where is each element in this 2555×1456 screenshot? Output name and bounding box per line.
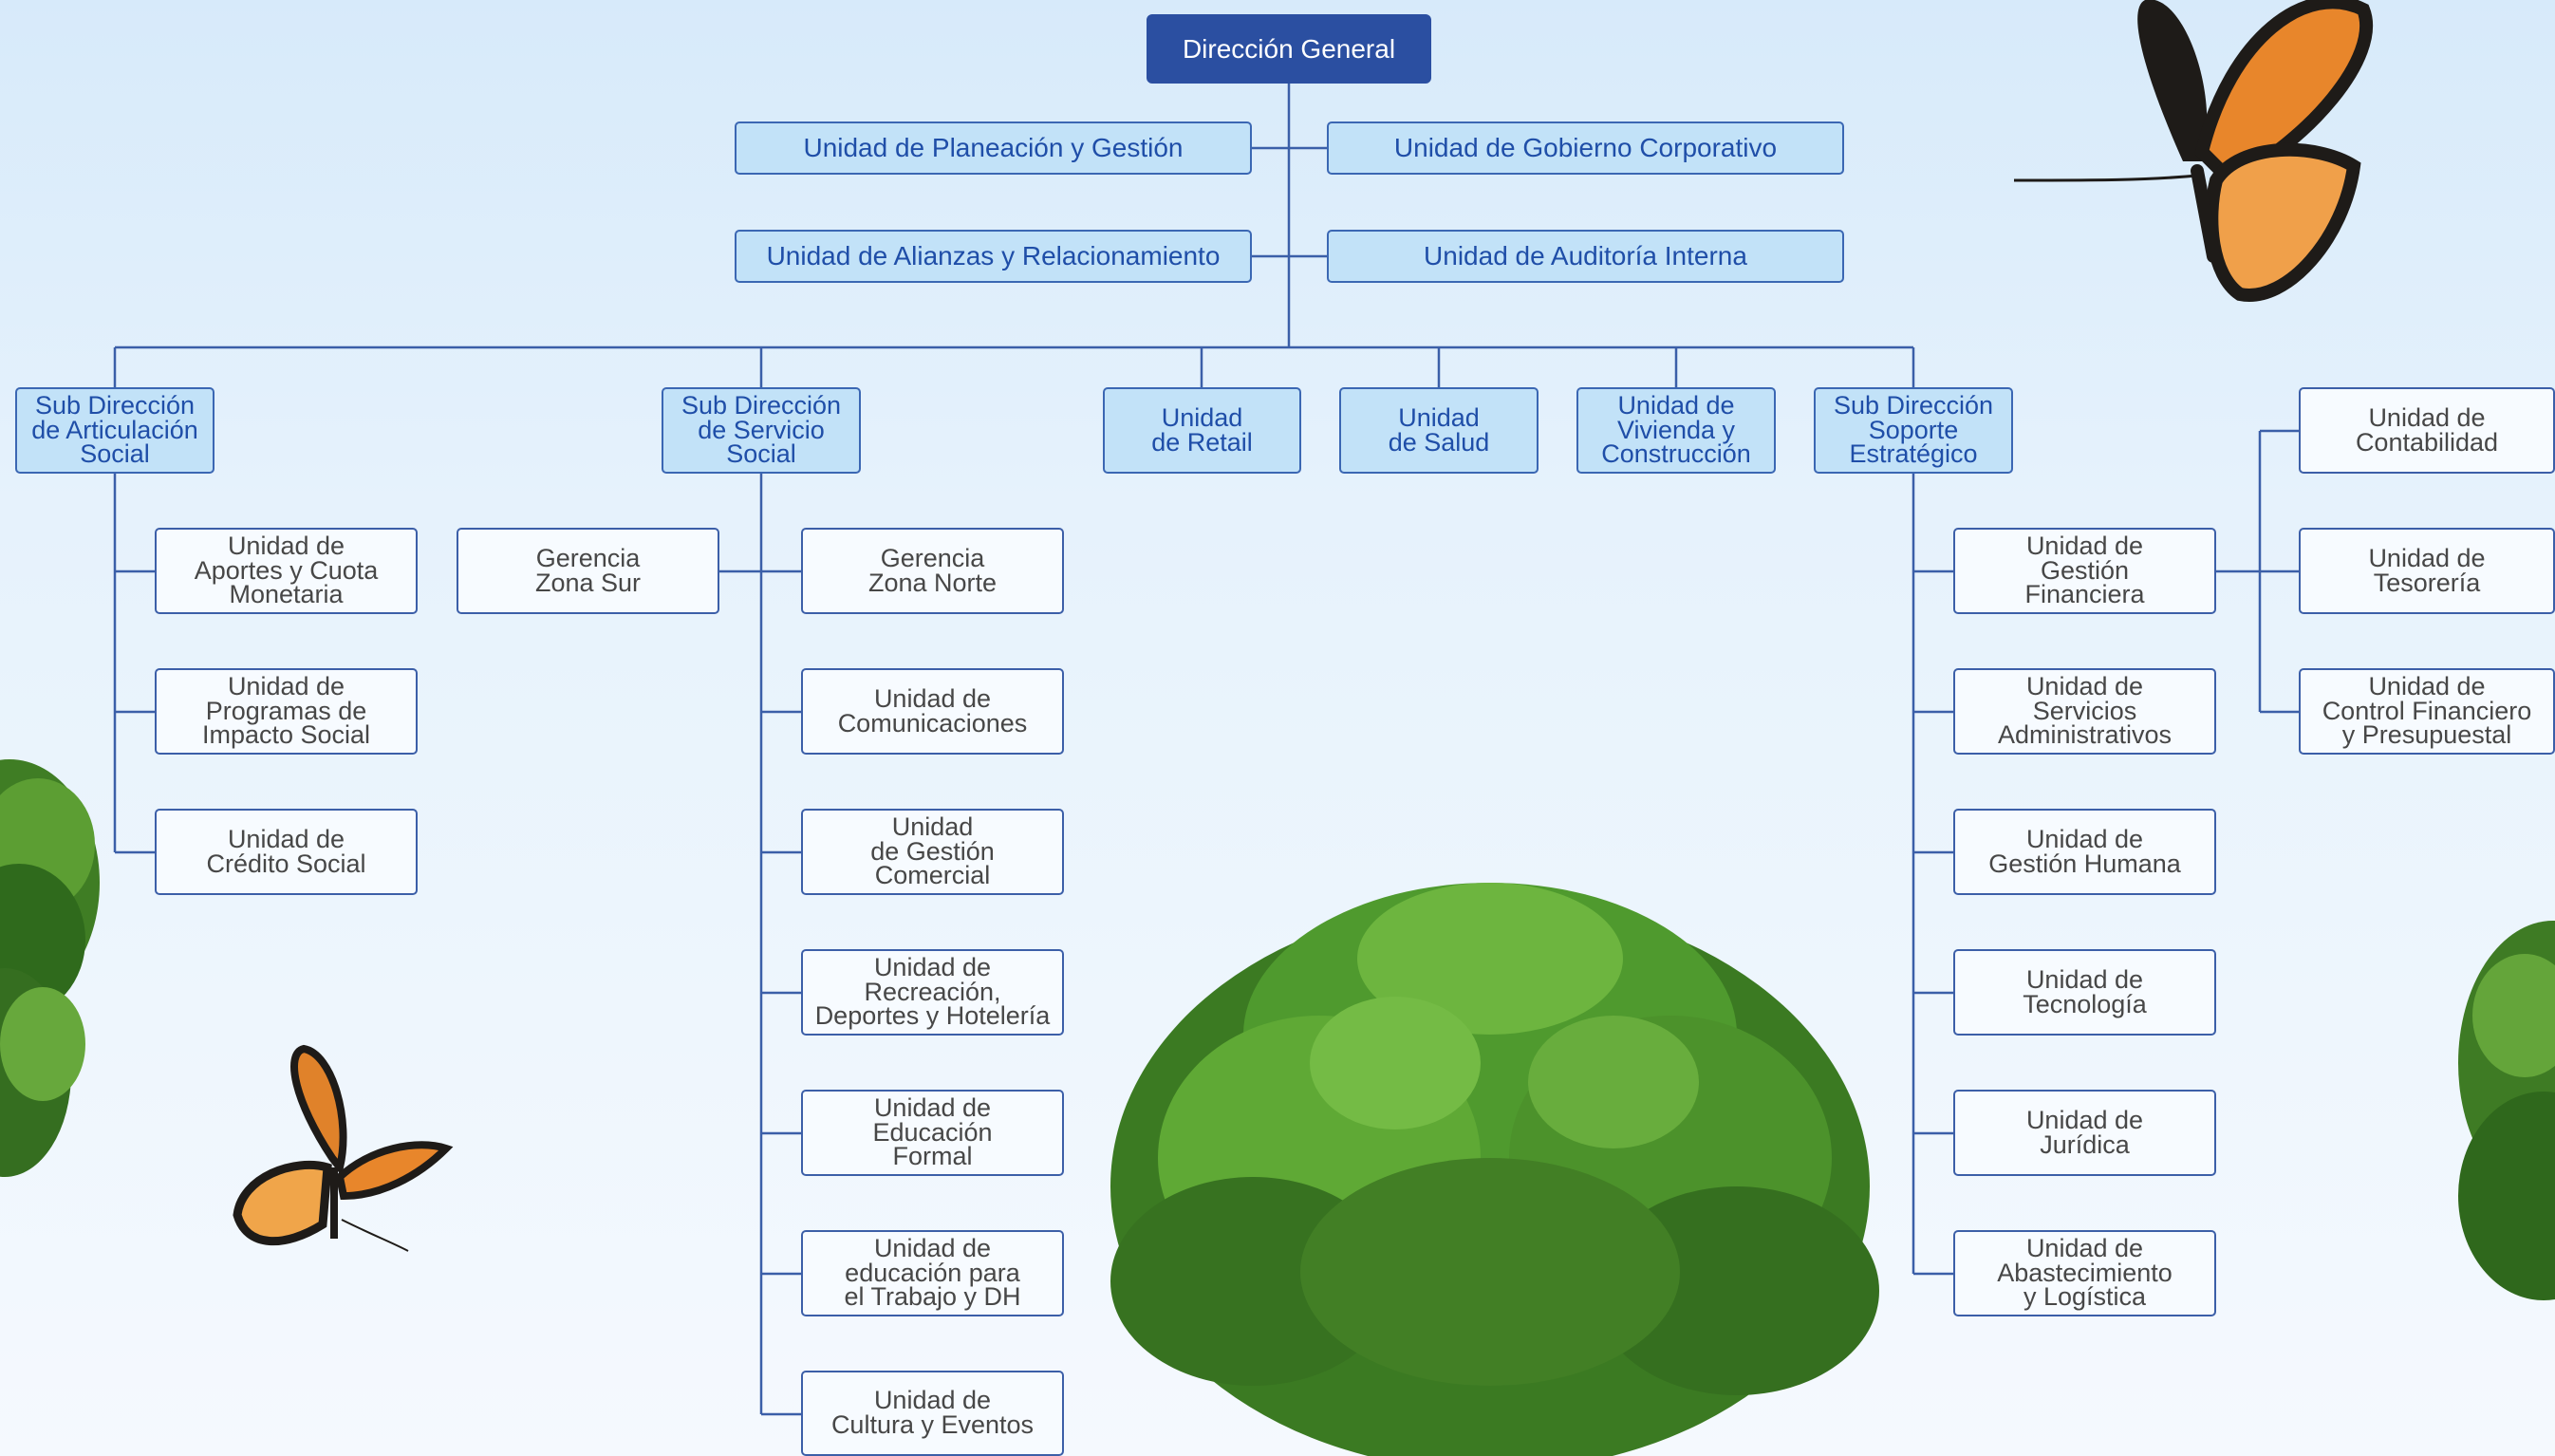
node-comunicaciones: Unidad de Comunicaciones — [801, 668, 1064, 755]
node-programas: Unidad de Programas de Impacto Social — [155, 668, 418, 755]
node-gestion-financiera: Unidad de Gestión Financiera — [1953, 528, 2216, 614]
node-gestion-comercial: Unidad de Gestión Comercial — [801, 809, 1064, 895]
node-alianzas: Unidad de Alianzas y Relacionamiento — [735, 230, 1252, 283]
node-juridica: Unidad de Jurídica — [1953, 1090, 2216, 1176]
node-servicios-administrativos: Unidad de Servicios Administrativos — [1953, 668, 2216, 755]
node-abastecimiento: Unidad de Abastecimiento y Logística — [1953, 1230, 2216, 1316]
node-contabilidad: Unidad de Contabilidad — [2299, 387, 2555, 474]
node-subdireccion-soporte: Sub Dirección Soporte Estratégico — [1814, 387, 2013, 474]
node-gestion-humana: Unidad de Gestión Humana — [1953, 809, 2216, 895]
node-cultura: Unidad de Cultura y Eventos — [801, 1371, 1064, 1456]
node-aportes: Unidad de Aportes y Cuota Monetaria — [155, 528, 418, 614]
node-credito: Unidad de Crédito Social — [155, 809, 418, 895]
node-educacion-formal: Unidad de Educación Formal — [801, 1090, 1064, 1176]
node-gerencia-sur: Gerencia Zona Sur — [457, 528, 719, 614]
node-recreacion: Unidad de Recreación, Deportes y Hoteler… — [801, 949, 1064, 1036]
node-tesoreria: Unidad de Tesorería — [2299, 528, 2555, 614]
foliage-right-image — [2458, 921, 2555, 1300]
node-gerencia-norte: Gerencia Zona Norte — [801, 528, 1064, 614]
node-tecnologia: Unidad de Tecnología — [1953, 949, 2216, 1036]
node-auditoria: Unidad de Auditoría Interna — [1327, 230, 1844, 283]
foliage-left-image — [0, 759, 100, 1177]
node-subdireccion-articulacion: Sub Dirección de Articulación Social — [15, 387, 214, 474]
node-educacion-trabajo: Unidad de educación para el Trabajo y DH — [801, 1230, 1064, 1316]
node-planeacion: Unidad de Planeación y Gestión — [735, 121, 1252, 175]
node-vivienda: Unidad de Vivienda y Construcción — [1576, 387, 1776, 474]
node-gobierno: Unidad de Gobierno Corporativo — [1327, 121, 1844, 175]
node-salud: Unidad de Salud — [1339, 387, 1539, 474]
root-node: Dirección General — [1147, 14, 1431, 84]
node-control-financiero: Unidad de Control Financiero y Presupues… — [2299, 668, 2555, 755]
tree-image — [1110, 883, 1879, 1456]
butterfly-top-right-image — [2013, 0, 2374, 302]
butterfly-bottom-left-image — [233, 1044, 454, 1252]
node-subdireccion-servicio: Sub Dirección de Servicio Social — [662, 387, 861, 474]
node-retail: Unidad de Retail — [1103, 387, 1301, 474]
